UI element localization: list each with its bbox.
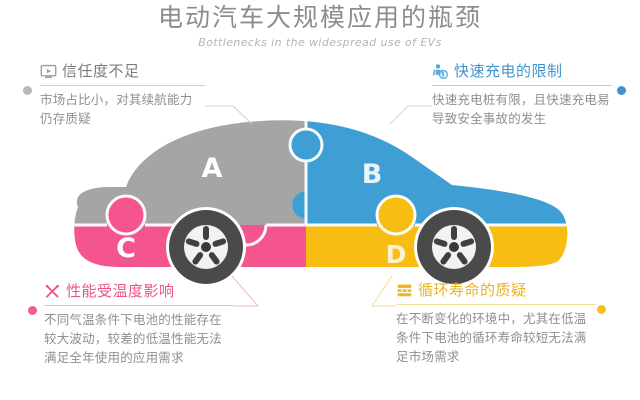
- leader-bottom-right: [371, 275, 396, 307]
- callout-dot-blue: [617, 86, 626, 95]
- piece-label-d: D: [386, 240, 407, 269]
- callout-heading-text: 循环寿命的质疑: [418, 281, 527, 299]
- car-wheel-front: [166, 207, 246, 287]
- leader-top-left: [205, 105, 253, 125]
- puzzle-knob-bd: [377, 196, 415, 234]
- puzzle-knob-ac: [107, 196, 145, 234]
- callout-heading-text: 性能受温度影响: [66, 282, 175, 300]
- callout-divider: [432, 85, 612, 86]
- callout-dot-pink: [28, 306, 37, 315]
- callout-cycle-life: 循环寿命的质疑 在不断变化的环境中，尤其在低温条件下电池的循环寿命较短无法满足市…: [396, 281, 606, 366]
- car-wheel-rear: [414, 207, 494, 287]
- callout-body-text: 不同气温条件下电池的性能存在较大波动，较差的低温性能无法满足全年使用的应用需求: [44, 312, 222, 365]
- callout-body-text: 快速充电桩有限，且快速充电易导致安全事故的发生: [432, 92, 610, 126]
- puzzle-car-diagram: A B C D: [74, 120, 568, 287]
- callout-heading-row: 快速充电的限制: [432, 62, 612, 81]
- monitor-play-icon: [40, 64, 57, 78]
- leader-bottom-left: [231, 275, 260, 307]
- callout-heading-row: 循环寿命的质疑: [396, 281, 596, 300]
- piece-label-b: B: [362, 159, 383, 190]
- title-chinese: 电动汽车大规模应用的瓶颈: [157, 3, 482, 32]
- callout-body-text: 在不断变化的环境中，尤其在低温条件下电池的循环寿命较短无法满足市场需求: [396, 311, 587, 364]
- crossed-tools-icon: [45, 284, 59, 298]
- callout-divider: [40, 85, 205, 86]
- piece-label-a: A: [202, 153, 223, 184]
- piece-label-c: C: [116, 233, 136, 264]
- callout-heading-row: 性能受温度影响: [44, 282, 234, 301]
- title-english: Bottlenecks in the widespread use of EVs: [198, 36, 442, 49]
- callout-divider: [44, 305, 234, 306]
- callout-temperature: 性能受温度影响 不同气温条件下电池的性能存在较大波动，较差的低温性能无法满足全年…: [28, 282, 234, 367]
- callout-heading-text: 快速充电的限制: [454, 62, 563, 80]
- callout-fast-charging: 快速充电的限制 快速充电桩有限，且快速充电易导致安全事故的发生: [432, 62, 626, 128]
- callout-divider: [396, 304, 596, 305]
- callout-heading-row: 信任度不足: [40, 62, 205, 81]
- leader-top-right: [389, 105, 432, 125]
- puzzle-knob-ab: [290, 129, 322, 161]
- callout-trust: 信任度不足 市场占比小，对其续航能力仍存质疑: [23, 62, 205, 128]
- page-title: 电动汽车大规模应用的瓶颈 Bottlenecks in the widespre…: [0, 2, 640, 49]
- callout-dot-gray: [23, 86, 32, 95]
- callout-heading-text: 信任度不足: [62, 62, 140, 80]
- callout-body-text: 市场占比小，对其续航能力仍存质疑: [40, 92, 193, 126]
- battery-chart-icon: [397, 284, 412, 297]
- callout-dot-yellow: [597, 305, 606, 314]
- charging-person-icon: [432, 64, 449, 80]
